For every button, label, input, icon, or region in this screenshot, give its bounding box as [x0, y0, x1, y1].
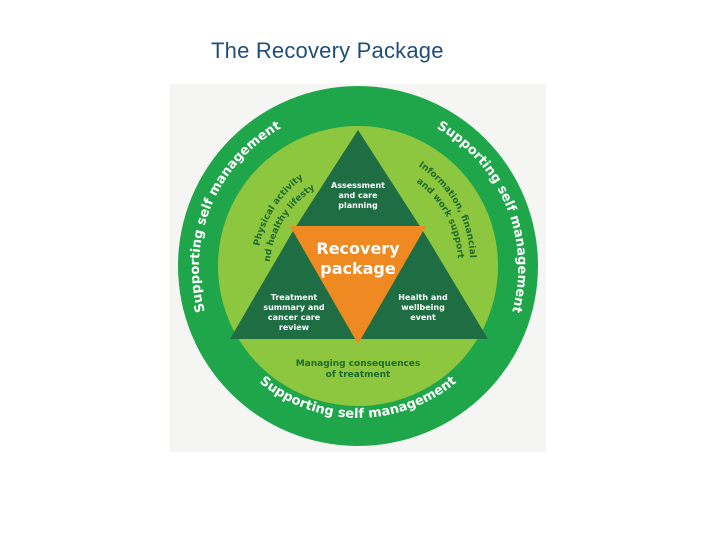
triangle-top — [293, 130, 423, 231]
slide-title: The Recovery Package — [211, 38, 444, 63]
center-triangle — [290, 226, 426, 344]
triangle-left — [230, 231, 358, 339]
triangle-left-line2: summary and — [263, 303, 325, 312]
triangle-top-line2: and care — [338, 191, 378, 200]
triangle-left-line3: cancer care — [268, 313, 321, 322]
triangle-top-line1: Assessment — [331, 181, 385, 190]
inner-ring-label-bottom-line1: Managing consequences — [296, 359, 421, 369]
triangle-right-line2: wellbeing — [401, 303, 445, 312]
triangle-right — [358, 231, 488, 339]
triangle-top-line3: planning — [338, 201, 378, 210]
diagram-frame: Supporting self management Supporting se… — [170, 84, 546, 452]
center-label-line2: package — [320, 259, 396, 278]
triangle-left-line1: Treatment — [271, 293, 318, 302]
triangle-left-line4: review — [279, 323, 310, 332]
inner-ring-label-bottom-line2: of treatment — [326, 370, 391, 380]
recovery-package-diagram: Supporting self management Supporting se… — [170, 84, 538, 446]
center-label-line1: Recovery — [316, 239, 400, 258]
triangle-right-line3: event — [410, 313, 436, 322]
triangle-right-line1: Health and — [398, 293, 448, 302]
